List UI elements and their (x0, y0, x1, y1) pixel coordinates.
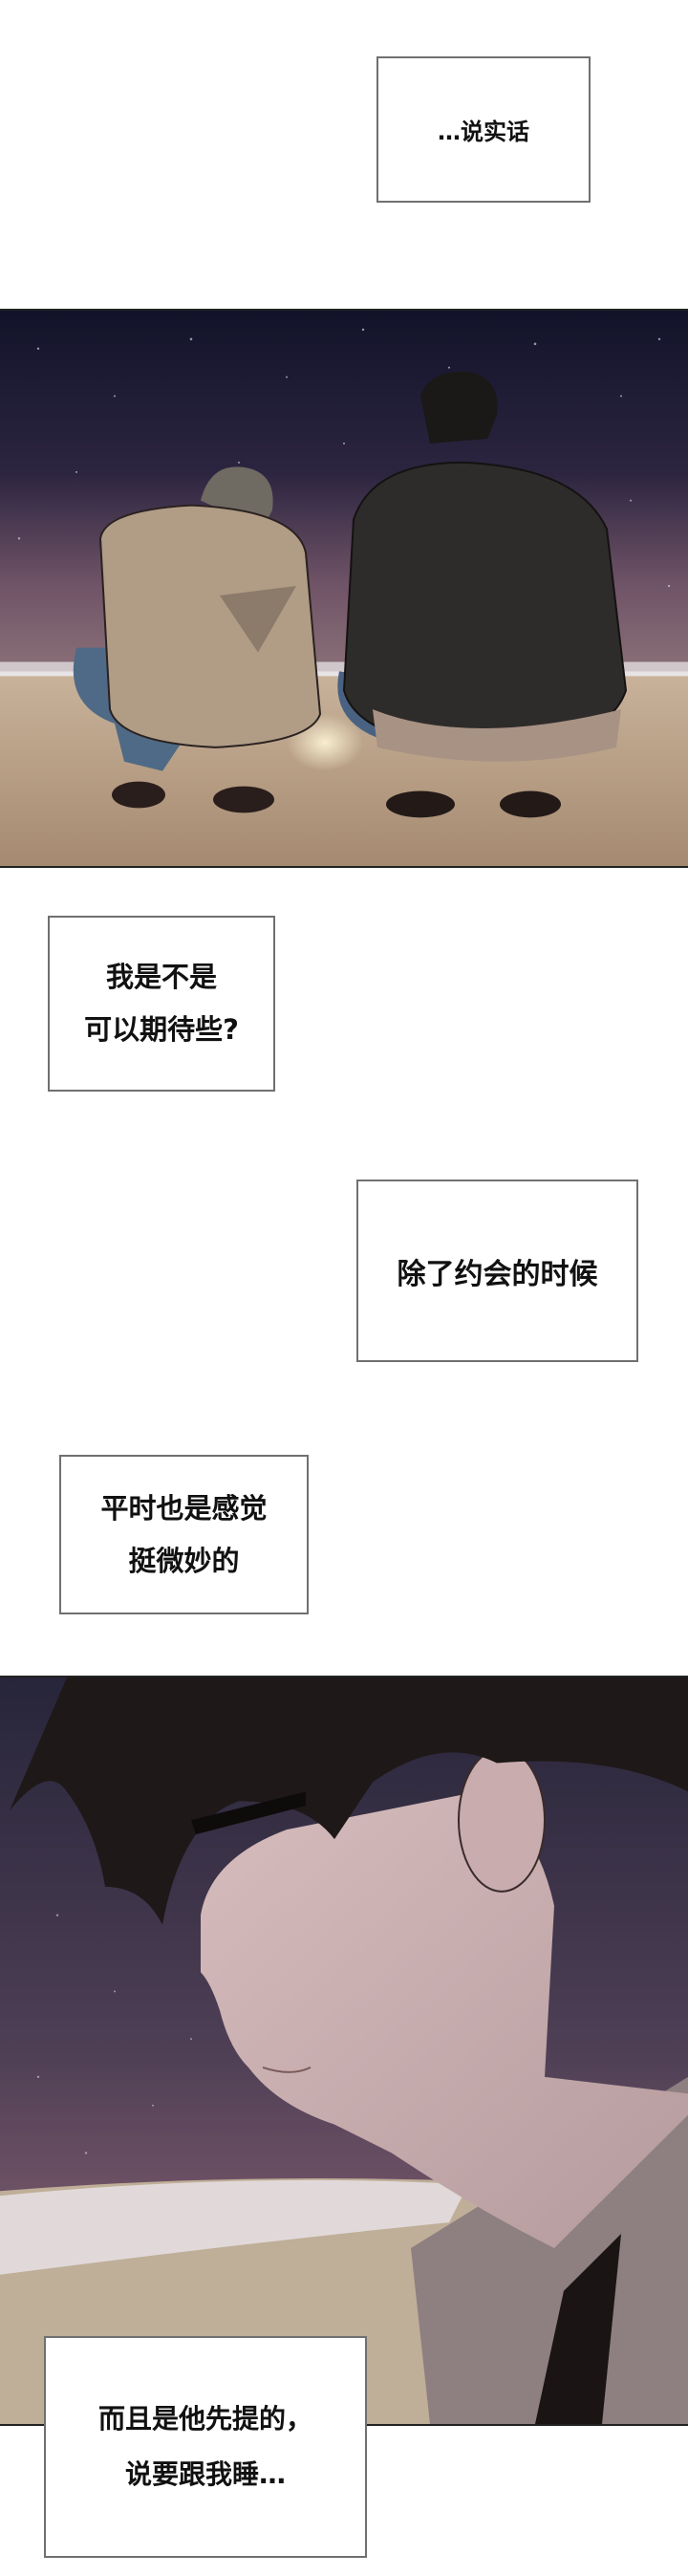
caption-box-2: 我是不是 可以期待些? (48, 916, 275, 1092)
comic-panel-profile-closeup (0, 1676, 688, 2426)
caption-box-4: 平时也是感觉 挺微妙的 (59, 1455, 309, 1614)
caption-box-3: 除了约会的时候 (356, 1180, 638, 1362)
profile-illustration (0, 1678, 688, 2424)
caption-text-line-1: 而且是他先提的， (97, 2403, 312, 2435)
left-man-figure (73, 466, 322, 813)
beach-scene-illustration (0, 311, 688, 866)
caption-box-1: …说实话 (376, 56, 591, 203)
caption-text: 除了约会的时候 (397, 1257, 598, 1291)
caption-text-line-2: 挺微妙的 (128, 1544, 240, 1577)
caption-text: …说实话 (438, 119, 529, 145)
caption-text-line-1: 平时也是感觉 (100, 1491, 268, 1525)
right-man-figure (337, 371, 628, 818)
comic-panel-beach-two-men (0, 309, 688, 868)
caption-text-line-2: 可以期待些? (84, 1013, 239, 1046)
caption-box-5: 而且是他先提的， 说要跟我睡… (44, 2336, 367, 2558)
caption-text-line-2: 说要跟我睡… (124, 2458, 286, 2490)
caption-text-line-1: 我是不是 (105, 961, 217, 993)
